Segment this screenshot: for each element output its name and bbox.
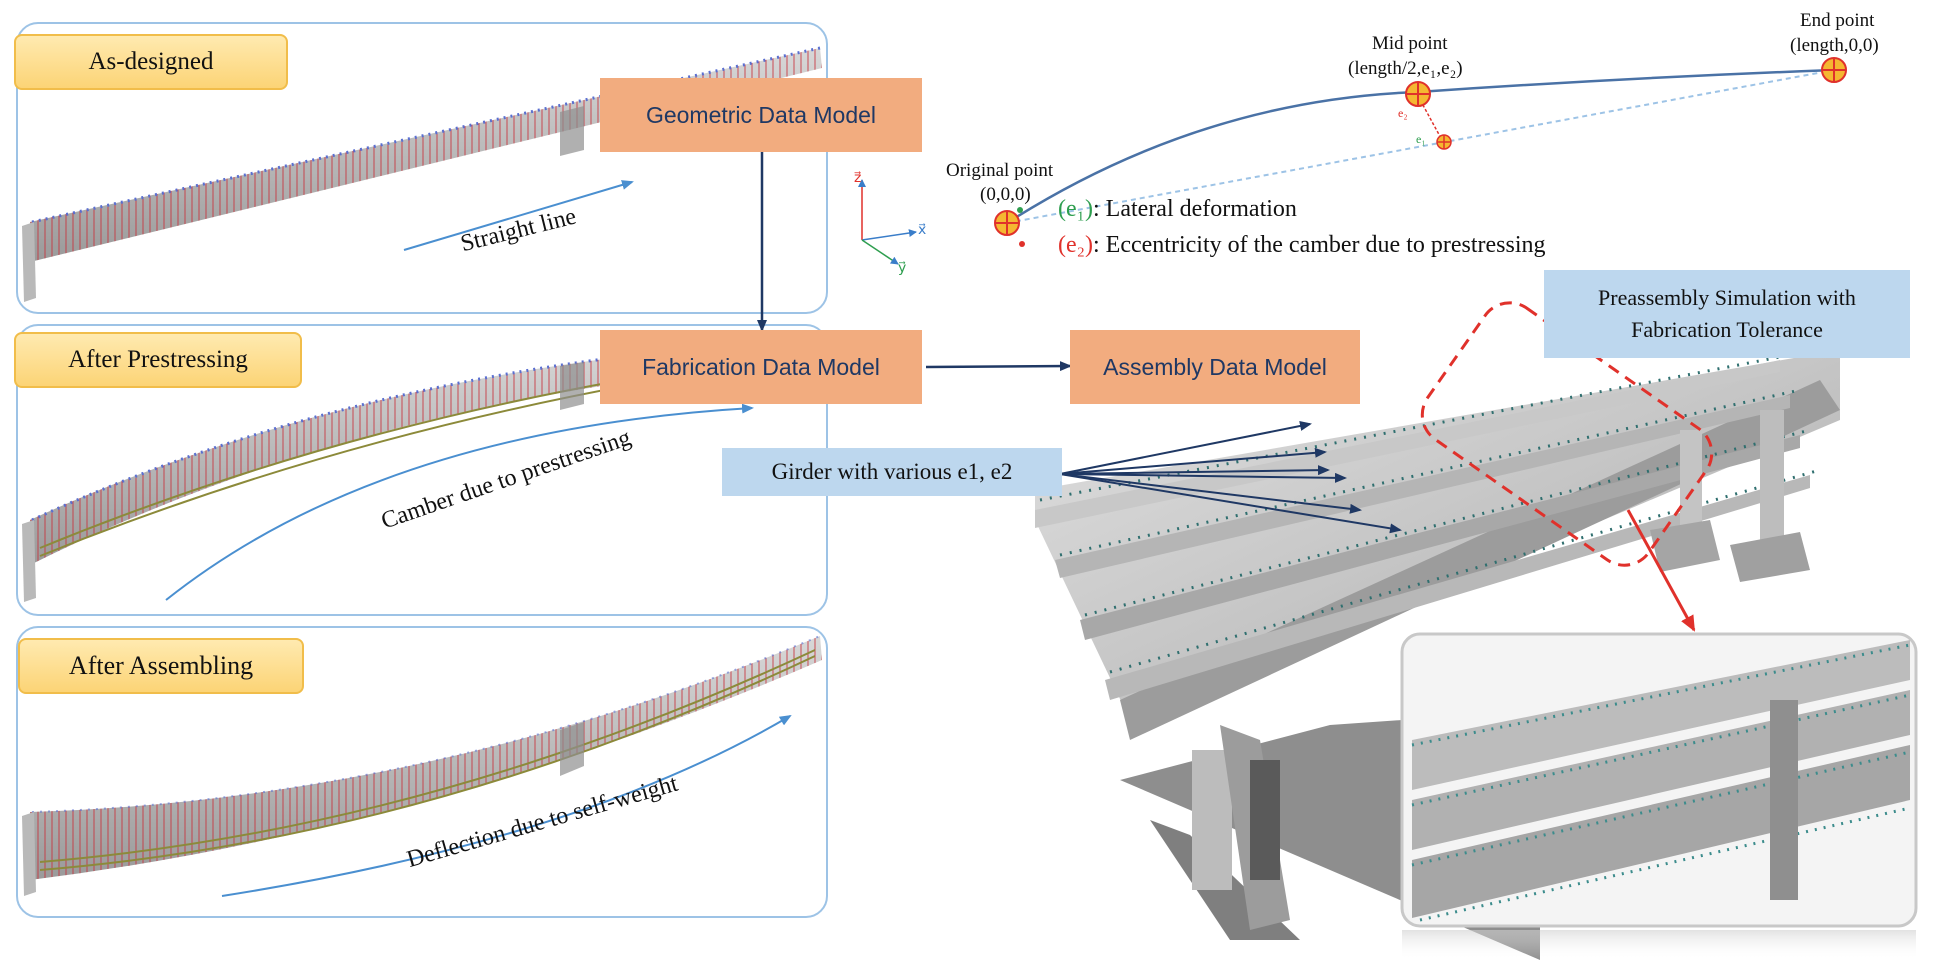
highlight-region [1420, 301, 1714, 567]
girder-note-box: Girder with various e1, e2 [722, 448, 1062, 496]
camber-arrow [165, 403, 754, 601]
preassembly-title-box: Preassembly Simulation with Fabrication … [1544, 270, 1910, 358]
axis-z-label: z⃗ [854, 171, 862, 186]
stage-tag-as-designed: As-designed [14, 34, 288, 90]
fabrication-to-assembly-arrow [925, 361, 1072, 372]
end-point-name: End point [1800, 10, 1875, 31]
legend-e1: (e₁): Lateral deformation [1058, 196, 1297, 223]
zoom-arrow [1626, 509, 1696, 632]
fabrication-data-model-box: Fabrication Data Model [600, 330, 922, 404]
girder-pointer-arrows [1059, 421, 1402, 534]
stage-tag-after-prestressing: After Prestressing [14, 332, 302, 388]
legend-e2: (e₂): Eccentricity of the camber due to … [1058, 232, 1546, 259]
coordinate-axes [858, 179, 917, 265]
axis-y-label: y⃗ [898, 261, 907, 276]
mid-point-name: Mid point [1372, 33, 1448, 54]
zoom-inset [1400, 632, 1918, 960]
legend-e1-symbol: (e₁) [1058, 196, 1094, 222]
original-point-coord: (0,0,0) [980, 184, 1031, 205]
straight-line-arrow [403, 180, 634, 251]
stage-tag-after-assembling: After Assembling [18, 638, 304, 694]
preassembly-title-line1: Preassembly Simulation with [1598, 285, 1856, 311]
end-point-coord: (length,0,0) [1790, 35, 1879, 56]
mid-point-coord: (length/2,e₁,e₂) [1348, 58, 1463, 79]
camber-curve-diagram [994, 57, 1847, 247]
axis-x-label: x⃗ [918, 223, 927, 238]
legend-e2-text: : Eccentricity of the camber due to pres… [1093, 232, 1546, 258]
bridge-model-render [1035, 350, 1840, 960]
assembly-data-model-box: Assembly Data Model [1070, 330, 1360, 404]
geometric-data-model-box: Geometric Data Model [600, 78, 922, 152]
legend-e2-symbol: (e₂) [1058, 232, 1094, 258]
girder-after-assembling [22, 635, 822, 896]
original-point-name: Original point [946, 160, 1054, 181]
preassembly-title-line2: Fabrication Tolerance [1631, 317, 1823, 342]
e2-marker-label: e₂ [1398, 106, 1408, 120]
legend-e1-text: : Lateral deformation [1093, 196, 1297, 222]
deflection-arrow [221, 714, 792, 897]
e1-marker-label: e₁ [1416, 132, 1426, 146]
original-point-label: Original point [946, 160, 1053, 182]
